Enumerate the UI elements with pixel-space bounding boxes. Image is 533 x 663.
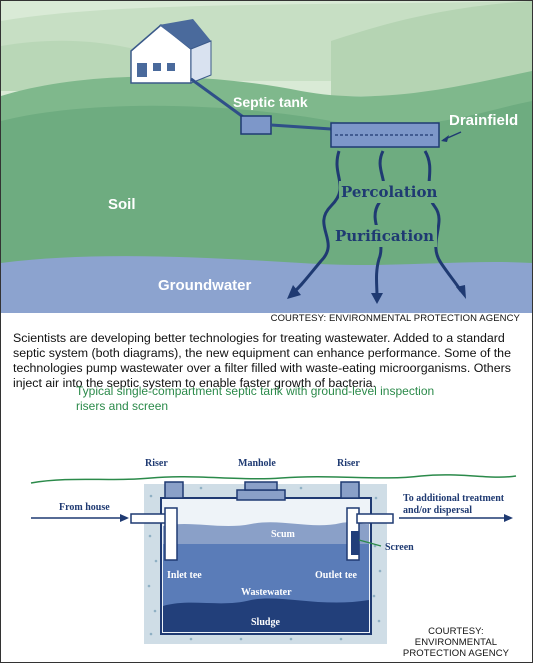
label-septic-tank: Septic tank	[233, 94, 308, 110]
purification-label-bg	[333, 225, 437, 247]
label-riser-right: Riser	[337, 458, 360, 469]
top-credit: COURTESY: ENVIRONMENTAL PROTECTION AGENC…	[270, 313, 520, 324]
riser-left-icon	[164, 481, 184, 499]
flow-arrowhead-3	[456, 285, 466, 299]
label-sludge: Sludge	[251, 617, 280, 628]
label-soil: Soil	[108, 196, 136, 213]
septic-tank-cross-section-diagram: Typical single-compartment septic tank w…	[30, 386, 517, 644]
label-to-additional-line2: and/or dispersal	[403, 505, 472, 516]
drainfield-pointer-head	[441, 135, 449, 142]
manhole-lid	[244, 481, 278, 491]
label-drainfield: Drainfield	[449, 112, 518, 129]
septic-system-overview-diagram: Septic tank Drainfield Soil Percolation …	[1, 1, 532, 313]
diagram-title-line2: risers and screen	[76, 399, 168, 413]
riser-right-icon	[340, 481, 360, 499]
label-inlet-tee: Inlet tee	[167, 570, 202, 581]
to-treatment-arrowhead	[504, 514, 513, 522]
inlet-tee-icon	[164, 507, 178, 561]
label-screen: Screen	[385, 542, 414, 553]
label-outlet-tee: Outlet tee	[315, 570, 357, 581]
caption-text: Scientists are developing better technol…	[13, 331, 511, 390]
septic-tank-icon	[240, 115, 272, 135]
label-purification: Purification	[335, 227, 434, 245]
label-from-house: From house	[59, 502, 110, 513]
from-house-arrowhead	[120, 514, 129, 522]
flow-arrow-3	[423, 150, 463, 292]
ground-line	[30, 474, 517, 484]
diagram-title-line1: Typical single-compartment septic tank w…	[76, 386, 434, 398]
drainfield-pipe	[270, 123, 332, 131]
label-groundwater: Groundwater	[158, 277, 252, 294]
bottom-credit: COURTESY: ENVIRONMENTAL PROTECTION AGENC…	[386, 626, 526, 659]
percolation-label-bg	[339, 181, 437, 203]
manhole-riser	[236, 489, 286, 501]
screen-icon	[351, 531, 359, 555]
groundwater-region	[1, 256, 532, 313]
sludge-layer	[163, 598, 369, 632]
flow-arrowhead-1	[287, 285, 301, 299]
label-wastewater: Wastewater	[241, 587, 292, 598]
bottom-credit-line1: COURTESY: ENVIRONMENTAL	[414, 626, 498, 648]
outlet-pipe	[356, 513, 394, 524]
house-pipe	[190, 77, 247, 121]
bottom-credit-line2: PROTECTION AGENCY	[402, 648, 510, 659]
hill-right	[331, 1, 532, 96]
wastewater-layer	[163, 544, 369, 606]
scum-layer	[163, 522, 369, 544]
label-scum: Scum	[271, 529, 296, 540]
house-icon	[130, 19, 212, 84]
flow-arrowhead-2	[371, 293, 383, 304]
label-percolation: Percolation	[341, 183, 438, 201]
screen-pointer	[358, 539, 382, 547]
label-riser-left: Riser	[145, 458, 168, 469]
flow-arrow-1	[292, 150, 342, 295]
label-manhole: Manhole	[238, 458, 276, 469]
label-to-additional-line1: To additional treatment	[403, 493, 505, 504]
